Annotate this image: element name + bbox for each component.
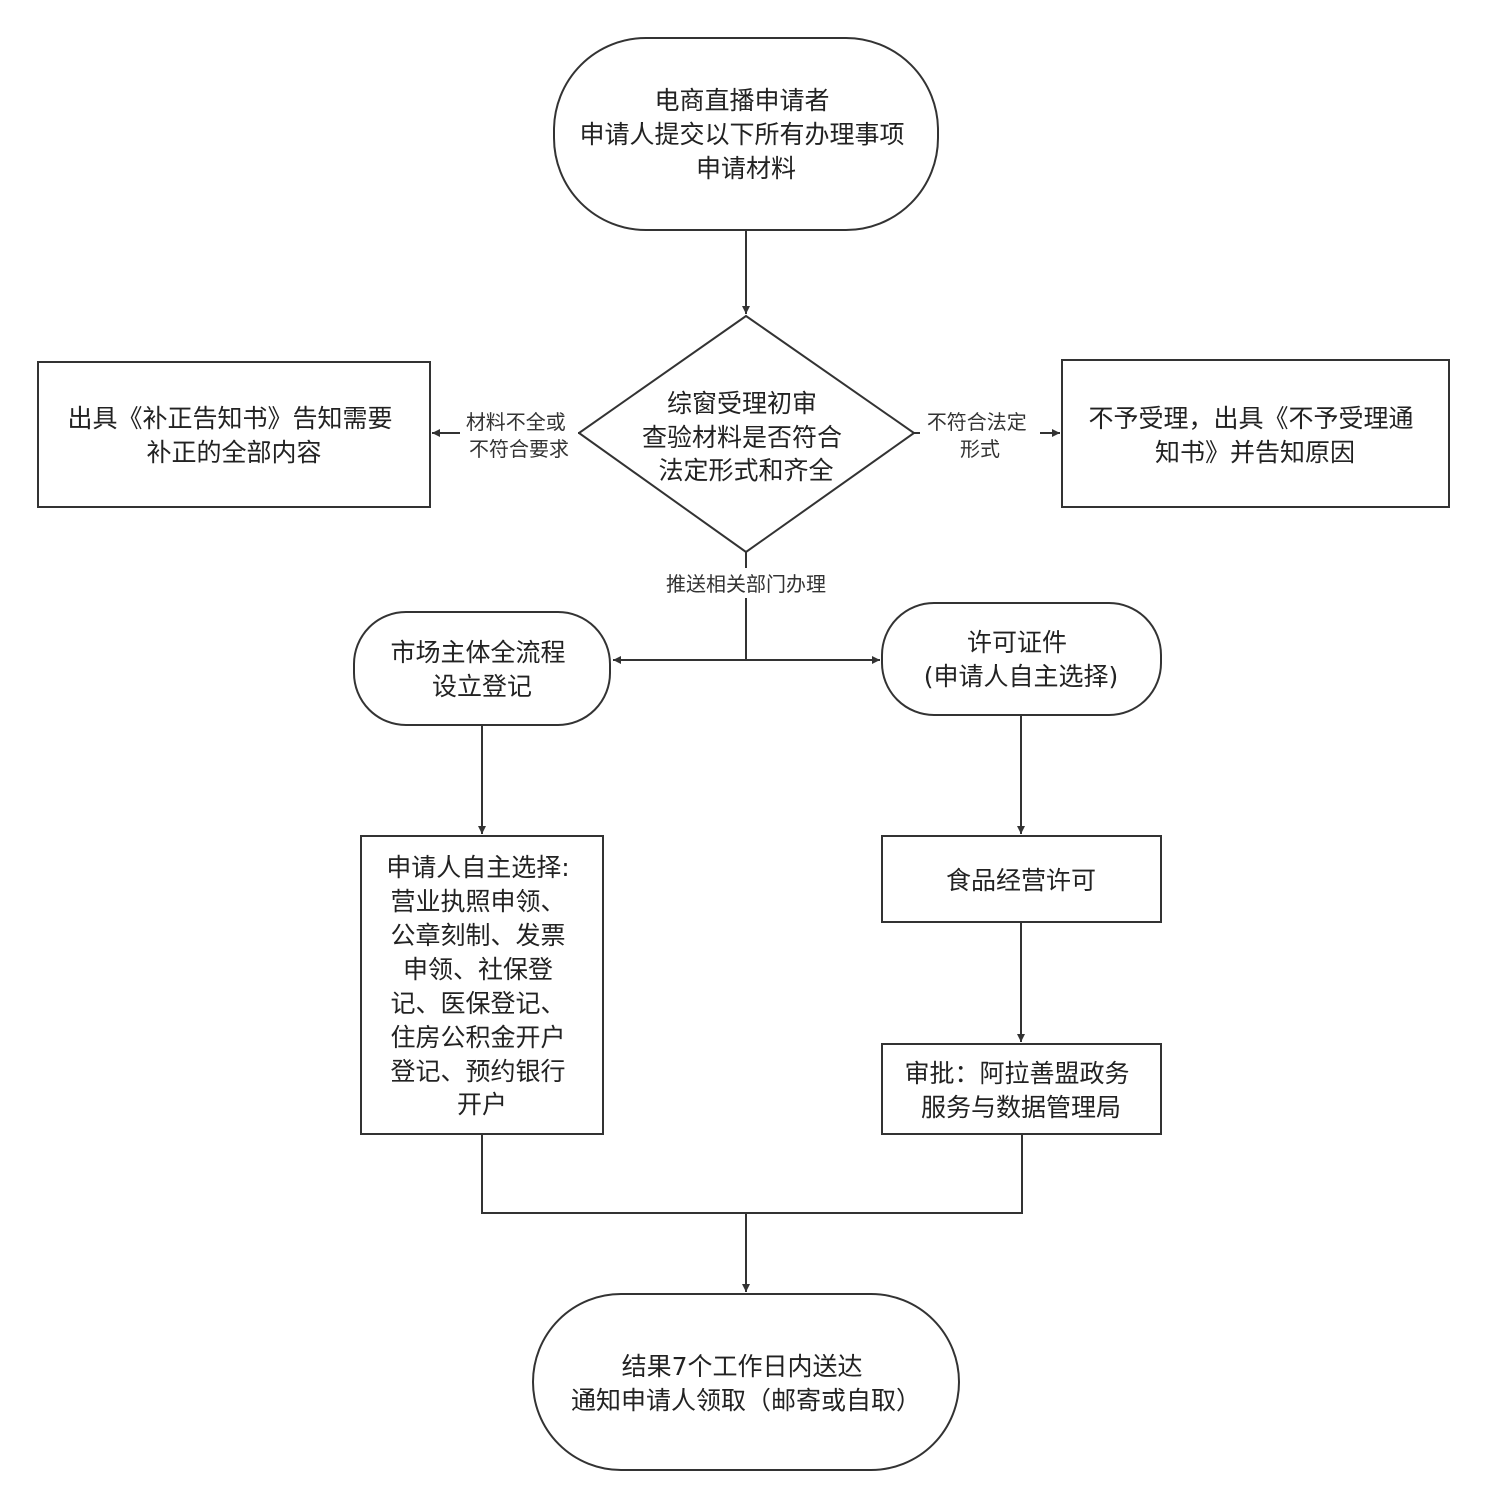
reject-line-2: 知书》并告知原因 xyxy=(1155,438,1355,467)
review-line-1: 综窗受理初审 xyxy=(667,389,817,418)
market-text: 市场主体全流程 设立登记 xyxy=(391,638,574,701)
self-select-line-1: 申请人自主选择: xyxy=(386,853,569,882)
edge-label-not-legal: 不符合法定 形式 xyxy=(927,410,1033,461)
edge-label-not-legal-line-1: 不符合法定 xyxy=(927,410,1027,434)
self-select-line-7: 登记、预约银行 xyxy=(391,1057,566,1086)
nodes xyxy=(37,37,1450,1471)
review-text: 综窗受理初审 查验材料是否符合 法定形式和齐全 xyxy=(642,389,850,485)
edge-labels: 材料不全或 不符合要求 不符合法定 形式 推送相关部门办理 xyxy=(460,408,1040,598)
applicant-line-2: 申请人提交以下所有办理事项 xyxy=(580,120,905,149)
review-line-3: 法定形式和齐全 xyxy=(658,456,833,485)
correction-text: 出具《补正告知书》告知需要 补正的全部内容 xyxy=(68,404,401,467)
reject-text: 不予受理，出具《不予受理通 知书》并告知原因 xyxy=(1089,404,1422,467)
food-line-1: 食品经营许可 xyxy=(946,866,1096,895)
correction-line-2: 补正的全部内容 xyxy=(146,438,321,467)
self-select-line-8: 开户 xyxy=(457,1090,507,1119)
node-food xyxy=(881,835,1162,923)
self-select-line-2: 营业执照申领、 xyxy=(391,887,566,916)
node-applicant xyxy=(553,37,939,231)
edge-label-push-line-1: 推送相关部门办理 xyxy=(666,572,826,596)
edge-merge xyxy=(481,1134,1023,1214)
approval-text: 审批：阿拉善盟政务 服务与数据管理局 xyxy=(905,1059,1138,1122)
license-text: 许可证件 (申请人自主选择) xyxy=(924,628,1119,691)
applicant-line-3: 申请材料 xyxy=(696,154,796,183)
self-select-line-4: 申领、社保登 xyxy=(403,955,553,984)
market-line-2: 设立登记 xyxy=(432,672,532,701)
edge-label-incomplete-line-2: 不符合要求 xyxy=(469,437,569,461)
result-line-1: 结果7个工作日内送达 xyxy=(622,1352,863,1381)
node-correction xyxy=(37,361,431,508)
license-line-2: (申请人自主选择) xyxy=(924,662,1119,691)
food-text: 食品经营许可 xyxy=(946,866,1096,895)
edge-label-incomplete: 材料不全或 不符合要求 xyxy=(466,410,572,461)
license-line-1: 许可证件 xyxy=(967,628,1067,657)
node-market xyxy=(353,611,611,726)
self-select-text: 申请人自主选择: 营业执照申领、 公章刻制、发票 申领、社保登 记、医保登记、 … xyxy=(386,853,577,1119)
applicant-line-1: 电商直播申请者 xyxy=(655,86,830,115)
approval-line-2: 服务与数据管理局 xyxy=(921,1093,1121,1122)
node-self-select xyxy=(360,835,604,1135)
result-line-2: 通知申请人领取（邮寄或自取） xyxy=(571,1386,921,1415)
review-line-2: 查验材料是否符合 xyxy=(642,423,842,452)
edge-label-push: 推送相关部门办理 xyxy=(666,572,826,596)
self-select-line-3: 公章刻制、发票 xyxy=(391,921,566,950)
correction-line-1: 出具《补正告知书》告知需要 xyxy=(68,404,393,433)
reject-line-1: 不予受理，出具《不予受理通 xyxy=(1089,404,1414,433)
node-reject xyxy=(1061,359,1450,508)
node-review-diamond xyxy=(577,314,916,554)
edge-label-not-legal-line-2: 形式 xyxy=(960,437,1000,461)
approval-line-1: 审批：阿拉善盟政务 xyxy=(905,1059,1130,1088)
edge-label-incomplete-line-1: 材料不全或 xyxy=(466,410,566,434)
result-text: 结果7个工作日内送达 通知申请人领取（邮寄或自取） xyxy=(571,1352,921,1415)
self-select-line-6: 住房公积金开户 xyxy=(391,1023,566,1052)
node-result xyxy=(532,1293,960,1471)
market-line-1: 市场主体全流程 xyxy=(391,638,566,667)
node-approval xyxy=(881,1043,1162,1135)
node-license xyxy=(881,602,1162,716)
self-select-line-5: 记、医保登记、 xyxy=(391,989,566,1018)
applicant-text: 电商直播申请者 申请人提交以下所有办理事项 申请材料 xyxy=(580,86,913,183)
node-labels: 电商直播申请者 申请人提交以下所有办理事项 申请材料 综窗受理初审 查验材料是否… xyxy=(68,86,1422,1415)
